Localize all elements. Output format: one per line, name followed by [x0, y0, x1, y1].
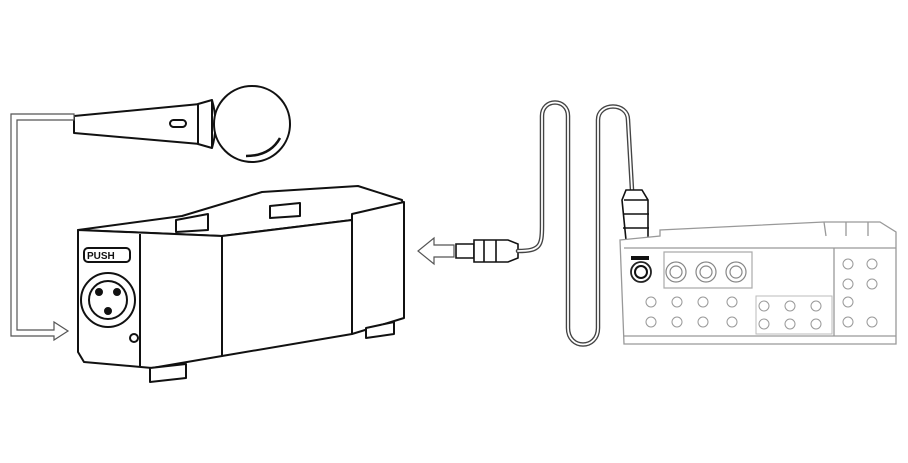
mic-to-device-arrow [10, 113, 75, 342]
mixer-xlr-inputs [630, 251, 753, 289]
push-tab-label: PUSH [87, 251, 115, 262]
xlr-cable [455, 100, 649, 347]
left-arrow-icon [417, 236, 455, 266]
mixer-console [619, 221, 897, 345]
xlr-adapter-device [77, 185, 405, 383]
mixer-jacks [645, 258, 878, 335]
cable-path [515, 100, 635, 347]
xlr-male-plug-left [455, 239, 519, 263]
microphone-icon [73, 85, 291, 163]
